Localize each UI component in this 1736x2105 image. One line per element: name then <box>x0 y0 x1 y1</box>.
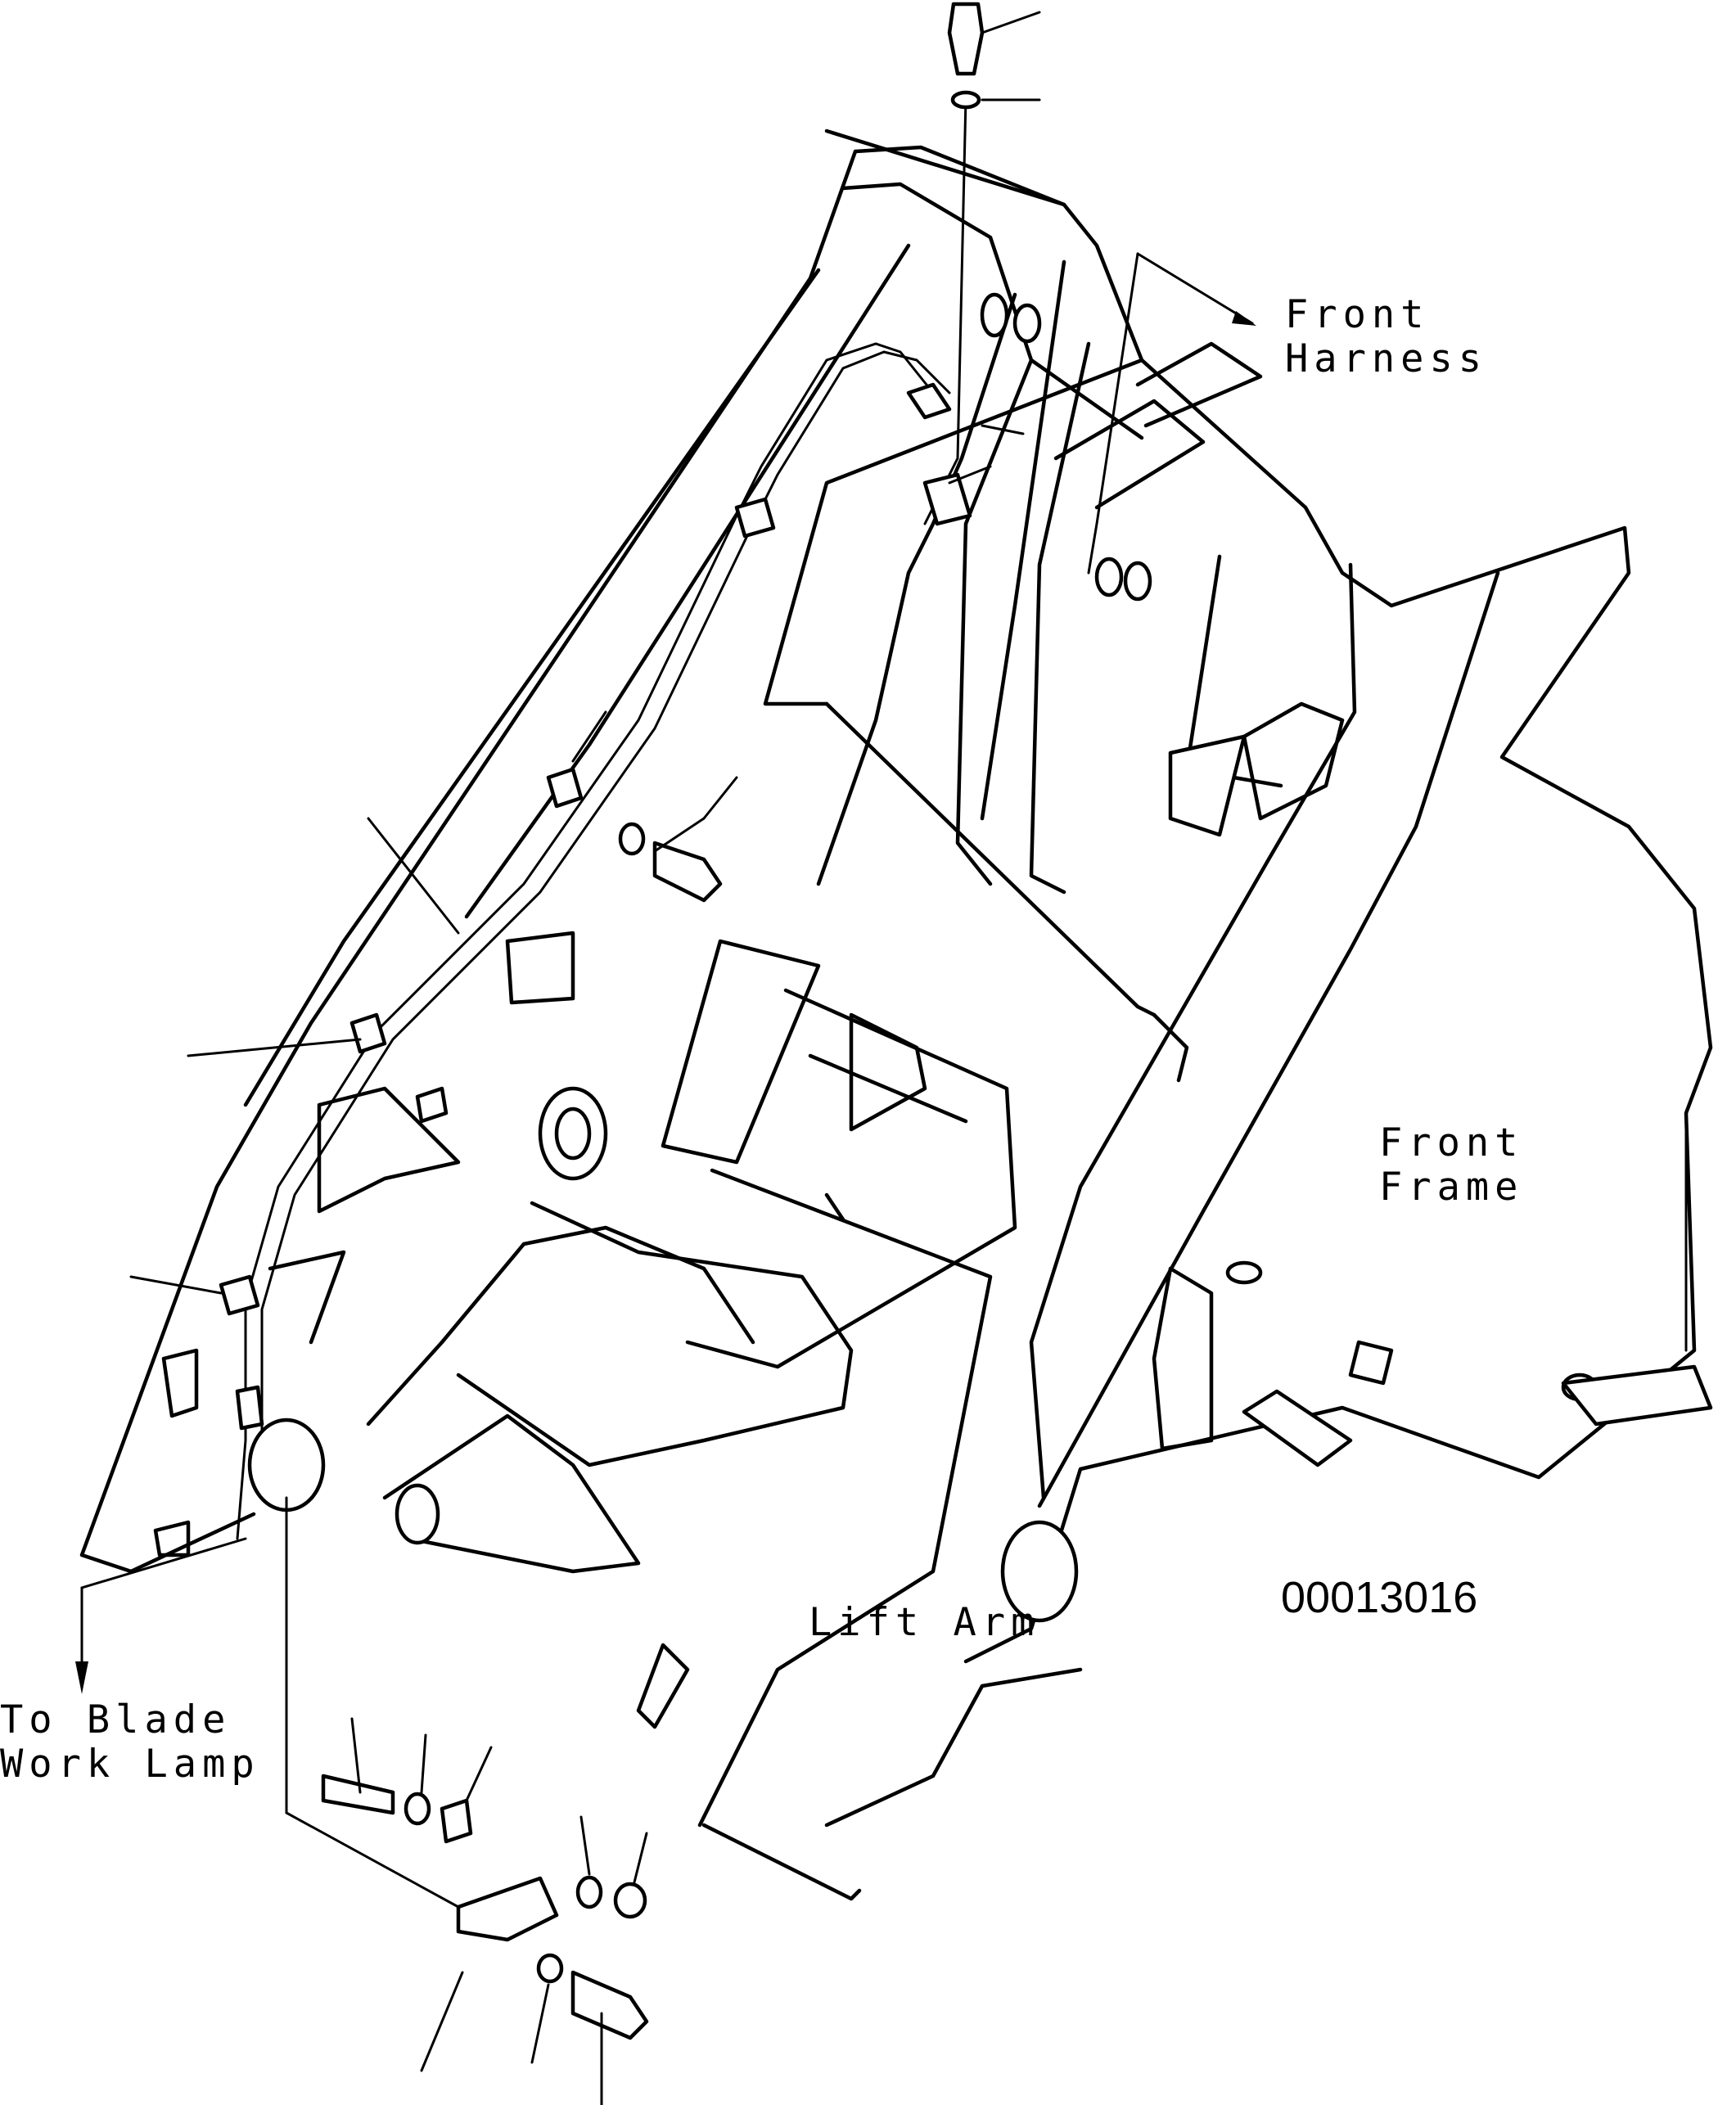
harness-clamp <box>546 767 584 809</box>
mounting-plate <box>505 931 575 1005</box>
leader-lines <box>75 11 1688 2105</box>
blade-lamp-arrow <box>75 1661 88 1694</box>
bolt <box>321 1774 395 1815</box>
harness-clamp <box>349 1012 387 1054</box>
nut <box>613 1882 647 1919</box>
to-blade-label-line1: To Blade <box>0 1697 231 1742</box>
clip <box>440 1798 473 1844</box>
harness-clamp <box>922 472 972 526</box>
labels: Front Harness Front Frame Lift Arm To Bl… <box>0 292 1523 1787</box>
front-harness-arrow <box>1232 311 1256 326</box>
washer <box>536 1953 564 1984</box>
front-harness-label-line2: Harness <box>1285 336 1487 381</box>
bolt <box>652 841 723 903</box>
washer <box>618 822 646 856</box>
washer <box>575 1875 603 1909</box>
clamps-and-brackets <box>219 382 1713 1467</box>
figure-number: 00013016 <box>1281 1573 1477 1622</box>
front-harness-label-line1: Front <box>1285 292 1429 337</box>
bracket <box>1168 734 1247 837</box>
to-blade-label-line2: Work Lamp <box>0 1742 260 1787</box>
connector <box>235 1385 264 1431</box>
mounting-plate <box>1242 1389 1353 1467</box>
washer <box>950 90 981 110</box>
hardware <box>321 2 985 2040</box>
bolt <box>570 1970 649 2040</box>
clamp-bracket <box>456 1876 559 1942</box>
bolt <box>947 2 985 76</box>
lift-arm <box>79 145 1263 1901</box>
harness-clamp <box>906 382 952 420</box>
washer <box>404 1792 431 1826</box>
cylinder-pin <box>1000 1520 1079 1623</box>
harness-clamp <box>219 1274 260 1316</box>
bracket <box>1561 1364 1713 1427</box>
front-frame-label-line1: Front <box>1379 1120 1523 1165</box>
lift-arm-label: Lift Arm <box>809 1600 1039 1645</box>
front-frame-label-line2: Frame <box>1379 1165 1523 1210</box>
harness-clamp <box>734 497 776 539</box>
